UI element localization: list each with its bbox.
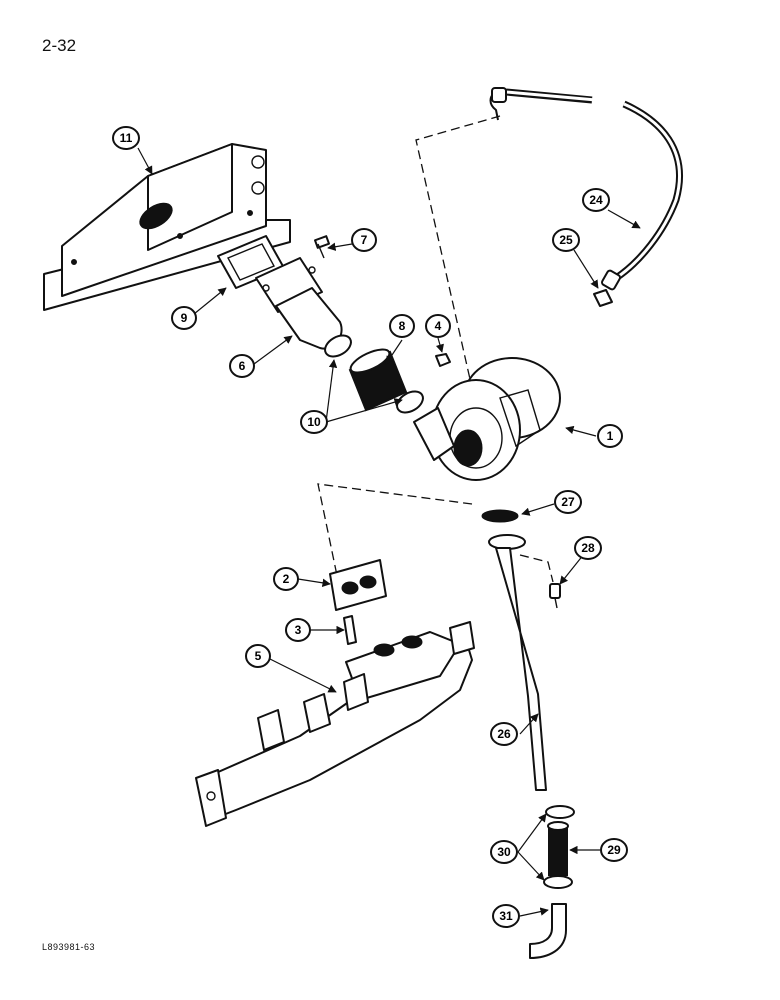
alignment-line-bolt	[519, 554, 554, 583]
alignment-line-lower	[317, 483, 473, 591]
callout-30: 30	[490, 840, 518, 864]
callout-5-label: 5	[255, 649, 262, 663]
nut-part-4	[435, 353, 451, 367]
figure-id: L893981-63	[42, 942, 96, 952]
callout-29-label: 29	[607, 843, 621, 857]
callout-30-label: 30	[497, 845, 511, 859]
oil-line-part-24	[489, 87, 684, 291]
stud-part-3	[343, 615, 357, 645]
callout-5: 5	[245, 644, 271, 668]
callout-1-label: 1	[607, 429, 614, 443]
callout-11: 11	[112, 126, 140, 150]
callout-31: 31	[492, 904, 520, 928]
callout-28-label: 28	[581, 541, 595, 555]
callout-9-label: 9	[181, 311, 188, 325]
exhaust-manifold-part-5	[195, 621, 475, 827]
drain-tube-part-26	[488, 534, 547, 791]
callout-25-label: 25	[559, 233, 573, 247]
callout-8-label: 8	[399, 319, 406, 333]
turbocharger-part-1	[413, 357, 561, 481]
callout-6-label: 6	[239, 359, 246, 373]
page-number: 2-32	[42, 36, 77, 55]
callout-10-label: 10	[307, 415, 321, 429]
callout-7-label: 7	[361, 233, 368, 247]
intake-housing-part	[43, 143, 291, 311]
callout-27: 27	[554, 490, 582, 514]
alignment-line-upper	[415, 115, 501, 389]
clamp-part-30-lower	[543, 875, 573, 889]
callout-10: 10	[300, 410, 328, 434]
callout-31-label: 31	[499, 909, 513, 923]
callout-27-label: 27	[561, 495, 575, 509]
callout-11-label: 11	[120, 131, 133, 145]
callout-7: 7	[351, 228, 377, 252]
bolt-part-28	[549, 583, 561, 609]
callout-1: 1	[597, 424, 623, 448]
callout-2: 2	[273, 567, 299, 591]
callout-8: 8	[389, 314, 415, 338]
callout-24: 24	[582, 188, 610, 212]
gasket-part-2	[329, 559, 387, 611]
callout-4: 4	[425, 314, 451, 338]
callout-6: 6	[229, 354, 255, 378]
callout-9: 9	[171, 306, 197, 330]
clamp-lower-part	[396, 390, 424, 414]
gasket-part-27	[481, 509, 519, 523]
callout-4-label: 4	[435, 319, 442, 333]
callout-bubbles: 1 2 3 4 5 6 7 8 9 10 11 24 25 26 27 28 2…	[112, 126, 628, 928]
clamp-upper-part	[324, 334, 352, 358]
callout-2-label: 2	[283, 572, 290, 586]
hose-part-8	[348, 348, 408, 412]
callout-24-label: 24	[589, 193, 603, 207]
clamp-part-30-upper	[545, 805, 575, 819]
hose-part-29	[547, 821, 569, 876]
bolt-part-7	[313, 235, 331, 259]
callout-26: 26	[490, 722, 518, 746]
callout-leaders	[137, 147, 641, 917]
callout-3: 3	[285, 618, 311, 642]
callout-25: 25	[552, 228, 580, 252]
callout-26-label: 26	[497, 727, 511, 741]
elbow-part-31	[529, 903, 567, 959]
elbow-part-6	[255, 257, 343, 350]
fitting-part-25	[593, 289, 613, 307]
callout-3-label: 3	[295, 623, 302, 637]
callout-28: 28	[574, 536, 602, 560]
callout-29: 29	[600, 838, 628, 862]
